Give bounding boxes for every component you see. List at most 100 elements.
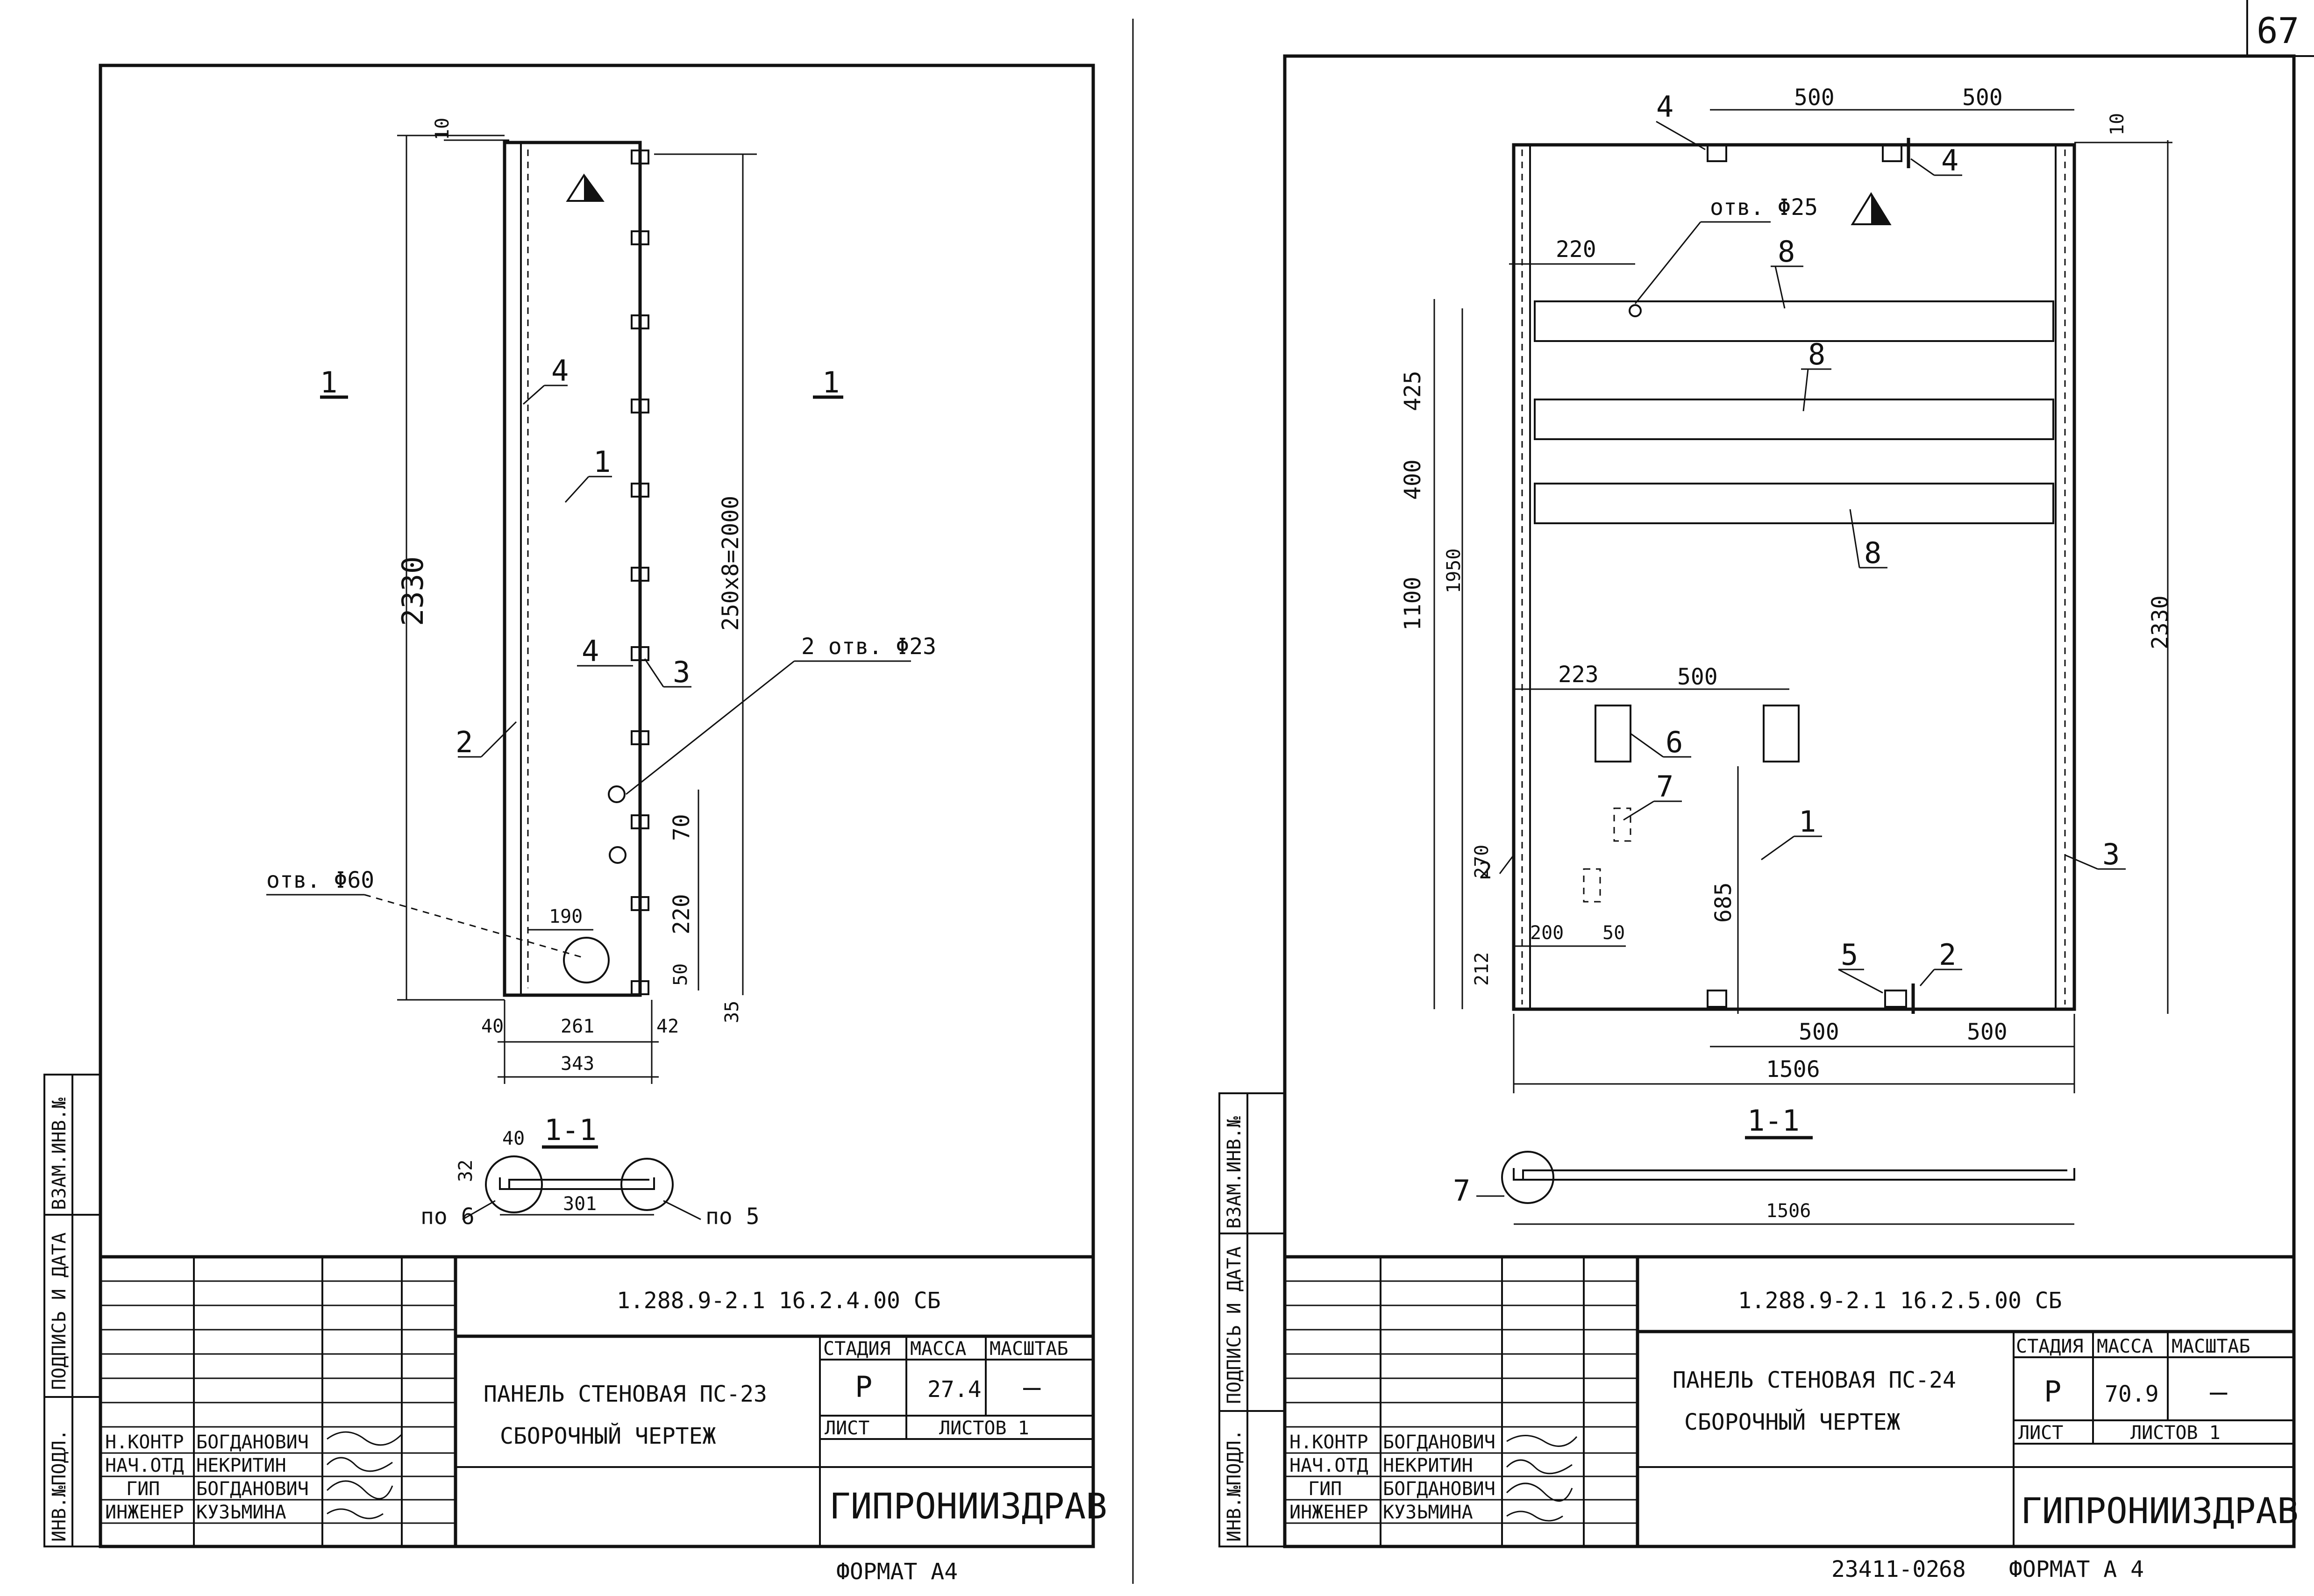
- r-dim-10: 10: [2107, 113, 2128, 135]
- left-title-block: Н.КОНТР НАЧ.ОТД ГИП ИНЖЕНЕР БОГДАНОВИЧ Н…: [100, 1255, 1107, 1585]
- r-node-7-circle: [1501, 1151, 1554, 1204]
- right-title-1: ПАНЕЛЬ СТЕНОВАЯ ПС-24: [1673, 1367, 1956, 1393]
- right-sheets-label: ЛИСТОВ 1: [2130, 1422, 2221, 1444]
- dim-w40: 40: [481, 1016, 504, 1037]
- r-name-0: БОГДАНОВИЧ: [1383, 1432, 1495, 1453]
- r-name-3: КУЗЬМИНА: [1383, 1502, 1473, 1523]
- callout-hole-60: отв. Φ60: [266, 867, 374, 893]
- r-side-label-vzam: ВЗАМ.ИНВ.№: [1224, 1116, 1245, 1229]
- left-sheet-label: ЛИСТ: [825, 1418, 869, 1439]
- left-sheets-label: ЛИСТОВ 1: [939, 1418, 1029, 1439]
- side-label-vzam: ВЗАМ.ИНВ.№: [49, 1097, 70, 1210]
- section-arrow-left-label: 1: [320, 365, 337, 399]
- node-5-label: по 5: [705, 1204, 760, 1230]
- r-callout-4b: 4: [1941, 143, 1958, 178]
- dim-50: 50: [670, 963, 691, 986]
- right-title-block: Н.КОНТР НАЧ.ОТД ГИП ИНЖЕНЕР БОГДАНОВИЧ Н…: [1285, 1255, 2299, 1582]
- signature-0: [327, 1431, 403, 1446]
- r-dim-b500b: 500: [1967, 1019, 2008, 1045]
- left-scale-label: МАСШТАБ: [990, 1338, 1068, 1360]
- page-number: 67: [2257, 10, 2300, 51]
- section-arrow-right-label: 1: [822, 365, 840, 399]
- r-dim-220: 220: [1556, 236, 1596, 263]
- r-dim-425: 425: [1400, 370, 1426, 411]
- r-callout-2: 2: [1939, 938, 1956, 972]
- dim-t500a: 500: [1794, 85, 1835, 111]
- left-section-view: 1-1 32 40 301 по 6 по 5: [420, 1113, 760, 1230]
- strip-8-mid: [1534, 399, 2054, 440]
- r-role-0: Н.КОНТР: [1289, 1432, 1368, 1453]
- dim-70: 70: [669, 814, 695, 841]
- r-role-1: НАЧ.ОТД: [1289, 1455, 1368, 1476]
- left-sheet: ИНВ.№ПОДЛ. ПОДПИСЬ И ДАТА ВЗАМ.ИНВ.№: [43, 64, 1107, 1585]
- r-callout-8a: 8: [1778, 235, 1795, 269]
- callout-4-top: 4: [551, 354, 569, 388]
- r-name-2: БОГДАНОВИЧ: [1383, 1478, 1495, 1500]
- right-dimensions: 500 500 10 220 425 400 1100 1950 2330 22…: [1400, 85, 2173, 1093]
- right-mass-label: МАССА: [2097, 1336, 2153, 1357]
- left-frame: [99, 64, 1095, 1548]
- left-mass-label: МАССА: [910, 1338, 966, 1360]
- name-1: НЕКРИТИН: [196, 1455, 286, 1476]
- left-mass: 27.4: [927, 1376, 982, 1403]
- left-designation: 1.288.9-2.1 16.2.4.00 СБ: [617, 1288, 941, 1314]
- right-frame: [1283, 54, 2296, 1548]
- dim-w42: 42: [656, 1016, 679, 1037]
- plate-6-b: [1763, 705, 1800, 762]
- r-callout-3: 3: [2102, 837, 2120, 871]
- dim-10: 10: [432, 118, 453, 140]
- left-org: ГИПРОНИИЗДРАВ: [829, 1485, 1107, 1527]
- right-panel-elevation: [1512, 138, 2076, 1014]
- r-signature-1: [1506, 1459, 1573, 1475]
- left-stage: Р: [855, 1370, 872, 1404]
- r-dim-1950: 1950: [1443, 549, 1465, 593]
- right-title-2: СБОРОЧНЫЙ ЧЕРТЕЖ: [1684, 1409, 1900, 1435]
- r-role-3: ИНЖЕНЕР: [1289, 1502, 1368, 1523]
- right-scale-label: МАСШТАБ: [2172, 1336, 2250, 1357]
- dim-t500b: 500: [1962, 85, 2003, 111]
- r-callout-1: 1: [1799, 805, 1816, 839]
- signature-1: [326, 1457, 393, 1472]
- side-label-sign: ПОДПИСЬ И ДАТА: [49, 1233, 70, 1390]
- right-section-view: 1-1 7 1506: [1453, 1104, 2075, 1225]
- bottom-note: 23411-02: [1831, 1556, 1939, 1582]
- dim-35: 35: [721, 1001, 743, 1023]
- r-section-callout-7: 7: [1453, 1174, 1470, 1208]
- signature-2: [326, 1480, 393, 1500]
- callout-1: 1: [593, 445, 611, 479]
- dim-220: 220: [669, 894, 695, 934]
- right-callouts: 4 4 отв. Φ25 8 8 8 6 7 1: [1479, 90, 2126, 994]
- r-dim-212: 212: [1471, 952, 1493, 986]
- hole-23-b: [609, 846, 627, 864]
- left-section-arrows: 1 1: [320, 365, 843, 399]
- right-scale: —: [2210, 1375, 2228, 1409]
- right-sheet: ИНВ.№ПОДЛ. ПОДПИСЬ И ДАТА ВЗАМ.ИНВ.№: [1218, 54, 2299, 1582]
- r-dim-2330: 2330: [2147, 595, 2173, 649]
- callout-holes-23: 2 отв. Φ23: [801, 634, 936, 660]
- plate-7-a: [1613, 807, 1631, 842]
- left-scale: —: [1023, 1370, 1041, 1404]
- r-dim-270: 270: [1471, 845, 1493, 878]
- left-clips: [631, 150, 649, 995]
- right-mass: 70.9: [2105, 1381, 2159, 1407]
- r-role-2: ГИП: [1308, 1478, 1342, 1500]
- left-stage-label: СТАДИЯ: [823, 1338, 891, 1360]
- role-1: НАЧ.ОТД: [105, 1455, 184, 1476]
- r-dim-50: 50: [1602, 922, 1625, 944]
- callout-3: 3: [673, 655, 690, 689]
- r-callout-6: 6: [1666, 725, 1683, 759]
- r-callout-4a: 4: [1656, 90, 1673, 124]
- name-2: БОГДАНОВИЧ: [196, 1478, 309, 1500]
- r-dim-w1506: 1506: [1766, 1056, 1820, 1083]
- callout-2: 2: [456, 725, 473, 759]
- dim-w343: 343: [561, 1053, 594, 1075]
- node-6-circle: [485, 1155, 543, 1213]
- right-section-mark: 1-1: [1747, 1104, 1800, 1138]
- plate-7-b: [1583, 868, 1601, 903]
- r-dim-1100: 1100: [1400, 577, 1426, 631]
- dim-s40: 40: [502, 1128, 525, 1149]
- r-dim-b500a: 500: [1799, 1019, 1839, 1045]
- dim-190: 190: [549, 906, 583, 927]
- r-dim-223: 223: [1558, 662, 1599, 688]
- strip-8-bottom: [1534, 483, 2054, 524]
